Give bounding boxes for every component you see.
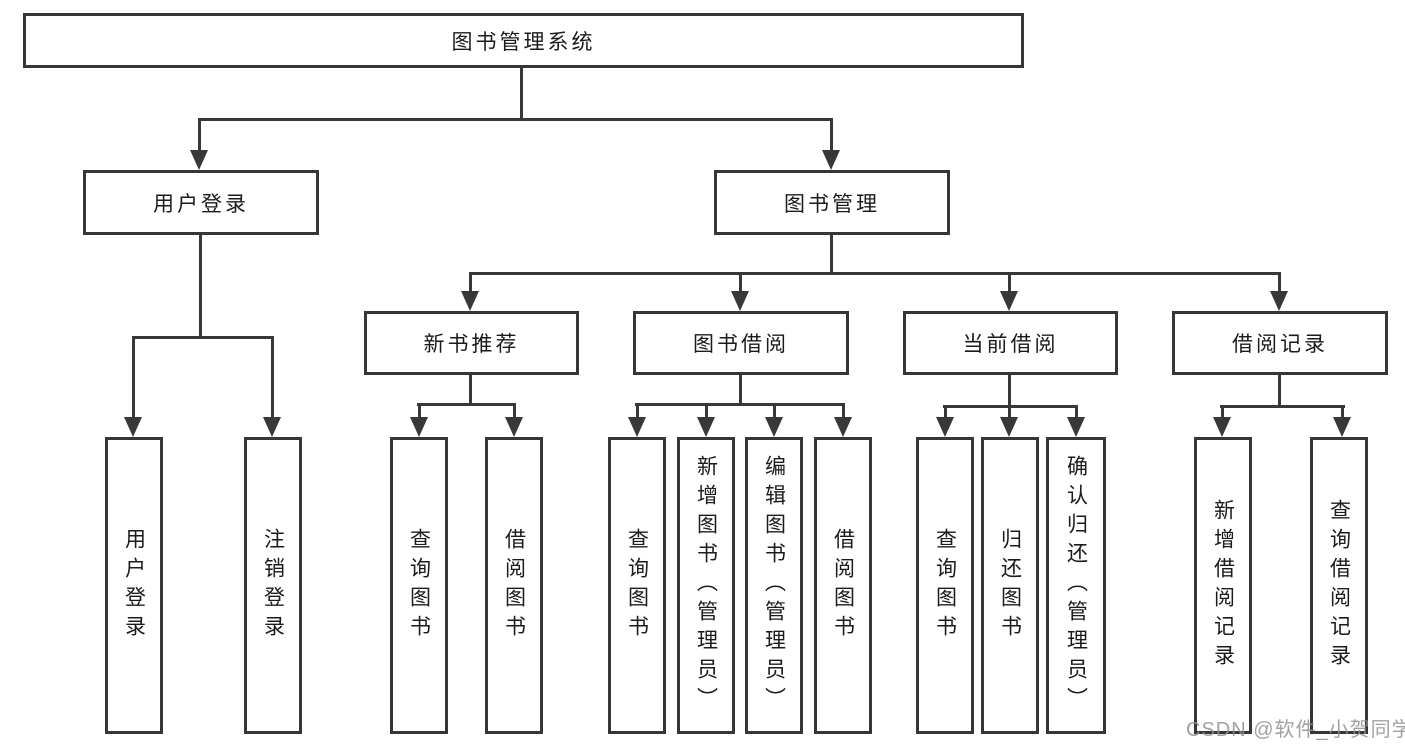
arrowhead-icon	[1000, 291, 1018, 311]
connector	[739, 272, 742, 293]
connector	[132, 336, 135, 419]
arrowhead-icon	[1270, 291, 1288, 311]
leaf-query-book-borrow: 查询图书	[608, 437, 666, 734]
connector	[705, 403, 708, 419]
connector	[520, 68, 523, 120]
connector	[1008, 405, 1011, 419]
arrowhead-icon	[505, 417, 523, 437]
connector	[842, 403, 845, 419]
leaf-logout: 注销登录	[244, 437, 302, 734]
arrowhead-icon	[936, 417, 954, 437]
arrowhead-icon	[628, 417, 646, 437]
arrowhead-icon	[1333, 417, 1351, 437]
arrowhead-icon	[461, 291, 479, 311]
connector	[1278, 375, 1281, 407]
arrowhead-icon	[1067, 417, 1085, 437]
leaf-add-book-admin: 新增图书（管理员）	[677, 437, 735, 734]
leaf-add-borrow-record: 新增借阅记录	[1194, 437, 1252, 734]
arrowhead-icon	[765, 417, 783, 437]
node-current-borrow: 当前借阅	[903, 311, 1118, 375]
leaf-user-login: 用户登录	[105, 437, 163, 734]
connector	[513, 403, 516, 419]
connector	[418, 403, 421, 419]
connector	[1341, 405, 1344, 419]
arrowhead-icon	[190, 150, 208, 170]
arrowhead-icon	[263, 417, 281, 437]
connector	[636, 403, 639, 419]
connector	[1008, 375, 1011, 407]
connector	[635, 403, 845, 406]
arrowhead-icon	[822, 150, 840, 170]
leaf-query-book-current: 查询图书	[916, 437, 974, 734]
leaf-borrow-book: 借阅图书	[814, 437, 872, 734]
connector	[198, 118, 833, 121]
arrowhead-icon	[1000, 417, 1018, 437]
leaf-return-book: 归还图书	[981, 437, 1039, 734]
leaf-query-book-recommend: 查询图书	[390, 437, 448, 734]
connector	[198, 118, 201, 152]
arrowhead-icon	[834, 417, 852, 437]
csdn-watermark: CSDN @软件_小贺同学	[1186, 719, 1405, 741]
node-book-management: 图书管理	[714, 170, 950, 235]
leaf-edit-book-admin: 编辑图书（管理员）	[745, 437, 803, 734]
leaf-confirm-return-admin: 确认归还（管理员）	[1046, 437, 1106, 734]
connector	[417, 403, 516, 406]
connector	[1220, 405, 1345, 408]
connector	[830, 118, 833, 152]
connector	[1075, 405, 1078, 419]
arrowhead-icon	[1213, 417, 1231, 437]
connector	[1221, 405, 1224, 419]
connector	[469, 272, 472, 293]
connector	[199, 235, 202, 338]
connector	[1008, 272, 1011, 293]
arrowhead-icon	[697, 417, 715, 437]
node-root: 图书管理系统	[23, 13, 1024, 68]
connector	[830, 235, 833, 274]
connector	[1278, 272, 1281, 293]
node-user-login: 用户登录	[83, 170, 319, 235]
connector	[944, 405, 947, 419]
arrowhead-icon	[731, 291, 749, 311]
node-new-book-recommend: 新书推荐	[364, 311, 579, 375]
leaf-borrow-book-recommend: 借阅图书	[485, 437, 543, 734]
connector	[469, 375, 472, 405]
connector	[773, 403, 776, 419]
connector	[271, 336, 274, 419]
node-book-borrow: 图书借阅	[633, 311, 849, 375]
leaf-query-borrow-record: 查询借阅记录	[1310, 437, 1368, 734]
arrowhead-icon	[410, 417, 428, 437]
arrowhead-icon	[124, 417, 142, 437]
node-borrow-records: 借阅记录	[1172, 311, 1388, 375]
connector	[739, 375, 742, 405]
connector	[469, 272, 1281, 275]
connector	[132, 336, 274, 339]
